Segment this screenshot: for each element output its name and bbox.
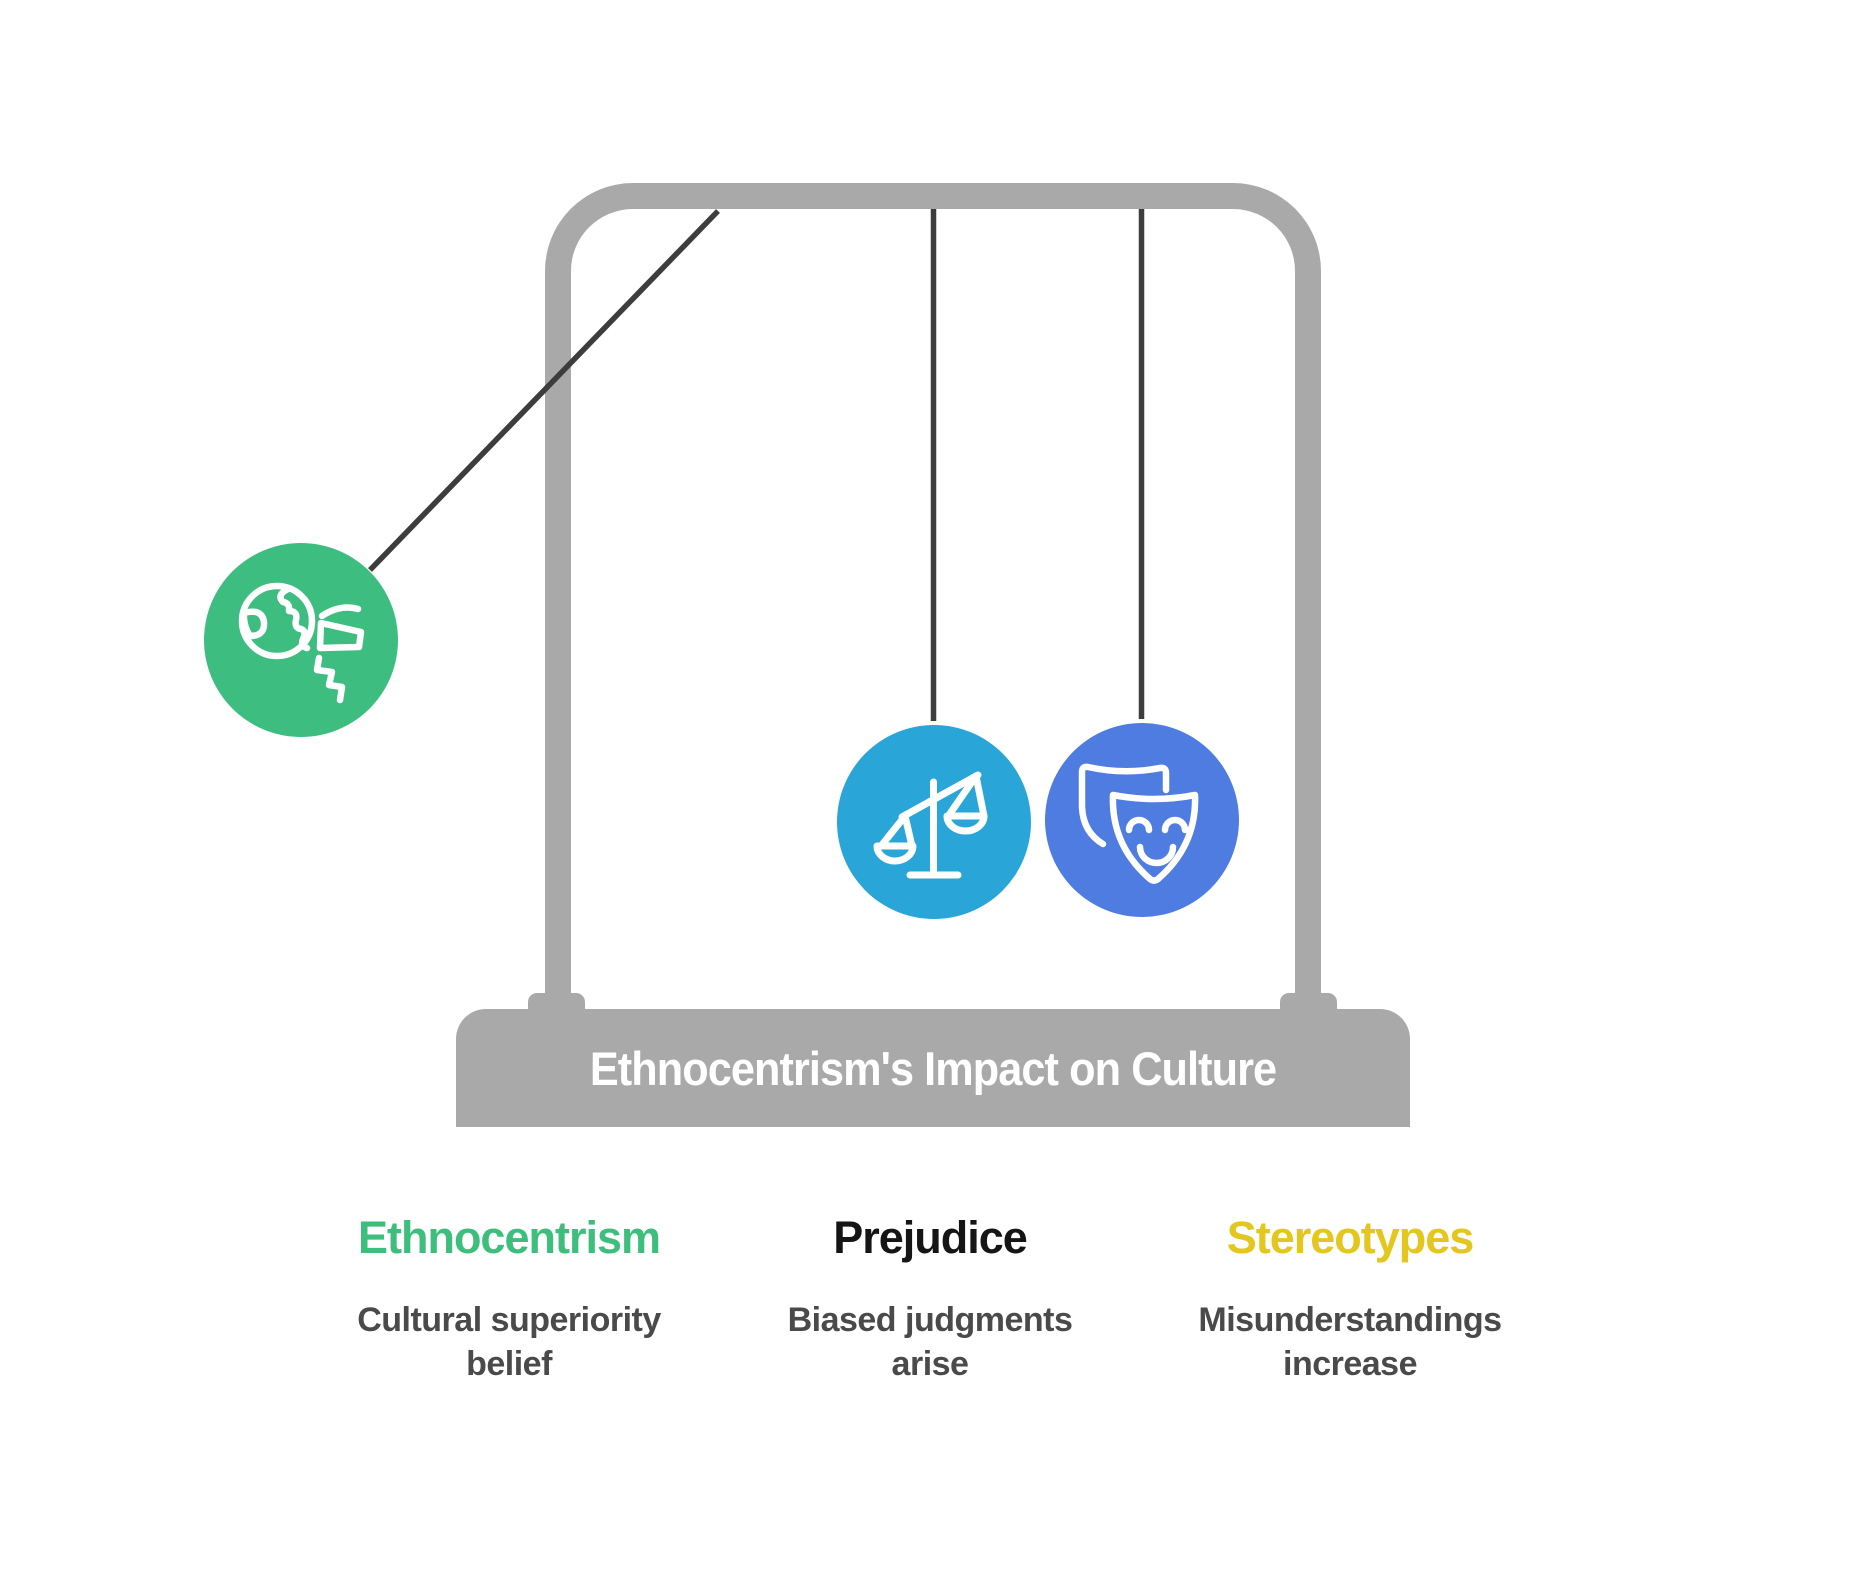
frame-foot-left: [528, 993, 585, 1010]
legend-desc-line: Biased judgments: [787, 1301, 1073, 1339]
legend-desc-line: belief: [466, 1345, 552, 1383]
globe-crack-icon: [238, 582, 365, 704]
legend-desc-line: increase: [1283, 1345, 1418, 1383]
theater-masks-icon: [1078, 763, 1199, 884]
frame-foot-right: [1280, 993, 1337, 1010]
legend-desc-prejudice: Biased judgments arise: [700, 1298, 1160, 1386]
legend-heading-ethnocentrism: Ethnocentrism: [357, 1212, 661, 1263]
page-title: Ethnocentrism's Impact on Culture: [589, 1041, 1277, 1095]
legend-desc-line: arise: [891, 1345, 969, 1383]
legend-item-stereotypes: Stereotypes Misunderstandings increase: [1120, 1212, 1580, 1386]
base-bar: Ethnocentrism's Impact on Culture: [456, 1009, 1410, 1127]
legend-desc-ethnocentrism: Cultural superiority belief: [279, 1298, 739, 1386]
ball-stereotypes: [1045, 723, 1239, 917]
legend-heading-stereotypes: Stereotypes: [1226, 1212, 1475, 1263]
legend-item-prejudice: Prejudice Biased judgments arise: [700, 1212, 1160, 1386]
legend-item-ethnocentrism: Ethnocentrism Cultural superiority belie…: [279, 1212, 739, 1386]
legend-heading-prejudice: Prejudice: [833, 1212, 1028, 1263]
legend-desc-line: Cultural superiority: [357, 1301, 661, 1339]
legend-desc-line: Misunderstandings: [1198, 1301, 1502, 1339]
legend-desc-stereotypes: Misunderstandings increase: [1120, 1298, 1580, 1386]
ball-ethnocentrism: [204, 543, 398, 737]
ball-prejudice: [837, 725, 1031, 919]
balance-scale-icon: [873, 771, 988, 879]
